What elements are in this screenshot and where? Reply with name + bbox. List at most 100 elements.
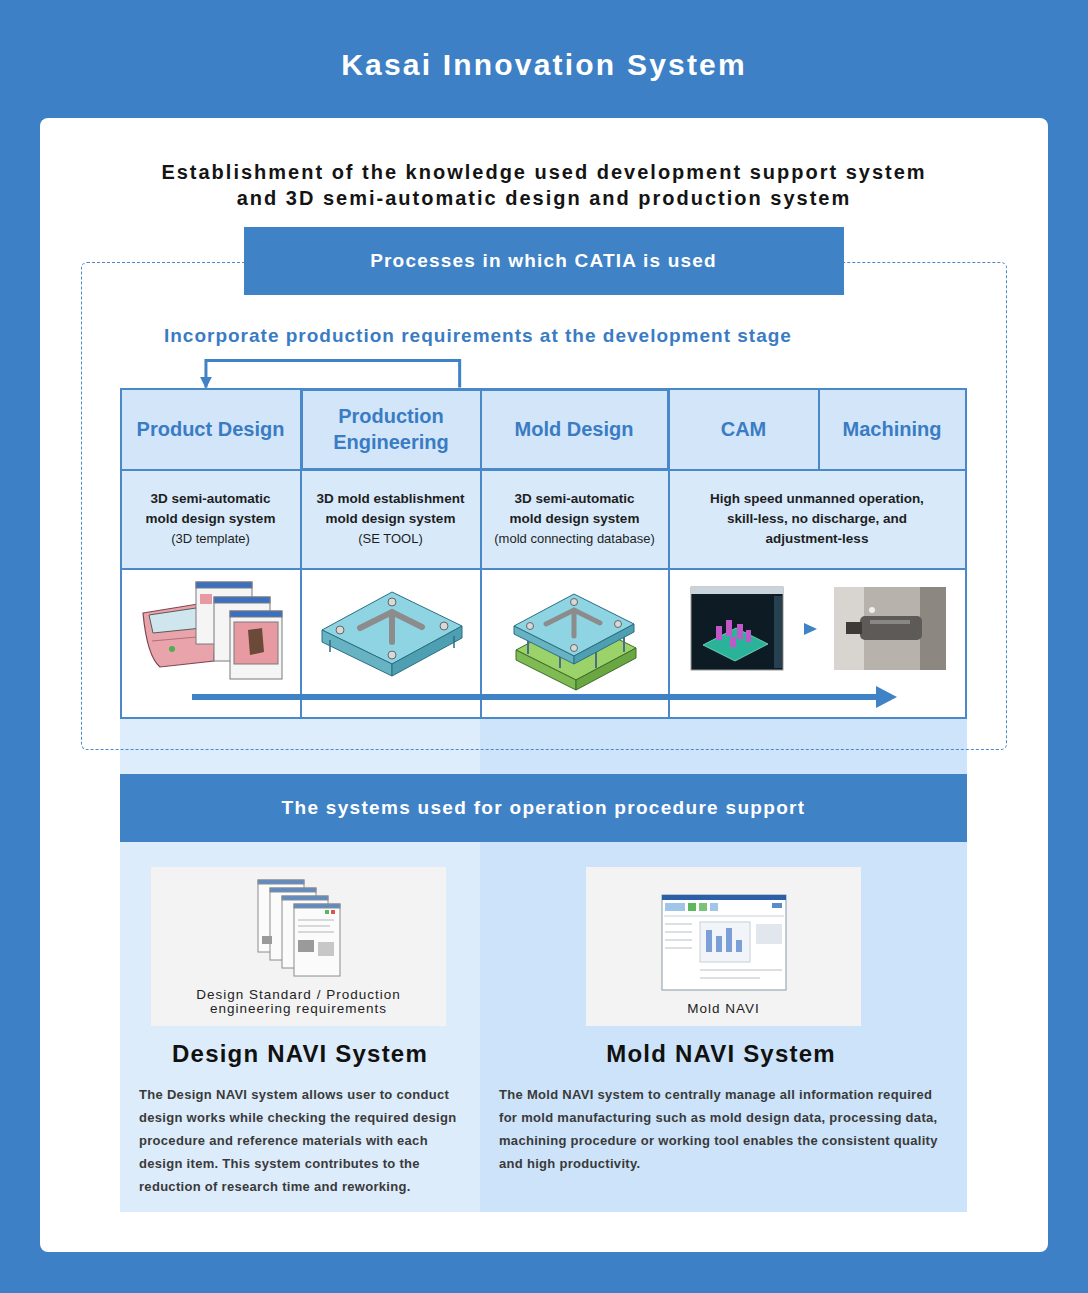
machining-photo-part <box>870 620 910 624</box>
machining-photo-part <box>834 587 864 670</box>
mold-navi-screenshot-part-part <box>700 970 782 971</box>
door-illustration-part-part <box>230 611 282 617</box>
flow-arrow-part <box>192 694 880 700</box>
mold-illustration-part <box>527 599 622 652</box>
mold-illustration-part <box>322 630 392 676</box>
mold-illustration-part <box>576 648 636 690</box>
door-illustration-part <box>200 594 212 604</box>
document-stack-part <box>270 888 316 892</box>
document-stack-part <box>258 880 304 884</box>
screenshot-caption: Design Standard / Production engineering… <box>157 988 440 1016</box>
mold-navi-screenshot-part <box>736 940 742 952</box>
header-label: Product Design <box>137 416 285 442</box>
document-stack-part <box>298 940 314 952</box>
description-note: (3D template) <box>171 529 250 549</box>
header-label: Machining <box>843 416 942 442</box>
mold-illustration-part-part <box>559 614 561 668</box>
document-stack-part <box>318 942 334 956</box>
mold-illustration-part <box>574 624 634 664</box>
system-panel: Mold NAVI SystemThe Mold NAVI system to … <box>480 842 967 1212</box>
image-row-part <box>481 569 669 718</box>
feedback-arrow <box>206 361 460 388</box>
screenshot-box: Design Standard / Production engineering… <box>151 867 446 1026</box>
mold-navi-screenshot-part <box>665 903 685 911</box>
document-stack-part-part <box>298 920 334 921</box>
mold-illustration-part-part <box>615 621 622 628</box>
image-row <box>121 569 966 718</box>
mold-illustration-part <box>528 612 624 668</box>
description-cell: 3D mold establishment mold design system… <box>300 469 482 570</box>
mold-navi-screenshot-part <box>662 895 786 990</box>
mold-illustration-part-part <box>388 651 396 659</box>
mold-navi-screenshot-part <box>700 970 782 978</box>
cam-screenshot-part <box>804 623 817 635</box>
mold-navi-screenshot-part <box>716 936 722 952</box>
description-cell: 3D semi-automatic mold design system(mol… <box>480 469 670 570</box>
cam-screenshot-part-part <box>716 626 722 640</box>
machining-photo-part <box>920 587 946 670</box>
image-row-part <box>301 569 481 718</box>
door-illustration-part <box>152 636 208 641</box>
page-title: Kasai Innovation System <box>0 45 1088 85</box>
description-cell: 3D semi-automatic mold design system(3D … <box>120 469 302 570</box>
cam-screenshot-part-part <box>730 637 736 647</box>
mold-illustration-part <box>516 650 576 690</box>
machining-photo-part <box>869 607 875 613</box>
mold-navi-screenshot-part <box>688 903 696 911</box>
cam-screenshot-part <box>716 620 751 647</box>
door-illustration-part-part <box>196 582 252 644</box>
mold-illustration-part <box>322 592 462 664</box>
system-panel: Design NAVI SystemThe Design NAVI system… <box>120 842 480 1212</box>
document-stack-part <box>294 904 340 976</box>
description-note: (mold connecting database) <box>494 529 654 549</box>
document-stack-part <box>258 880 304 952</box>
mold-navi-screenshot-part-part <box>665 932 692 933</box>
door-illustration-part-part <box>234 622 278 664</box>
mold-illustration-part-part <box>329 640 331 652</box>
mold-illustration-part-part <box>527 632 529 654</box>
mold-navi-screenshot-part-part <box>665 924 692 925</box>
header-label: CAM <box>721 416 767 442</box>
screenshot-box: Mold NAVI <box>586 867 861 1026</box>
mold-illustration <box>322 592 462 676</box>
description-cell: High speed unmanned operation, skill-les… <box>668 469 967 570</box>
cam-screenshot-part <box>774 596 782 668</box>
cam-screenshot-part <box>703 628 768 661</box>
mold-navi-screenshot-part-part <box>665 948 692 949</box>
description-text: 3D mold establishment mold design system <box>308 489 474 529</box>
cam-screenshot-part <box>691 587 783 594</box>
connectors <box>206 361 460 388</box>
header-label: Mold Design <box>515 416 634 442</box>
band-heading: The systems used for operation procedure… <box>282 797 806 819</box>
column-header: Mold Design <box>480 388 670 471</box>
document-stack-part <box>325 910 329 914</box>
document-stack-part <box>298 920 334 932</box>
mold-illustration-part <box>546 610 600 636</box>
mold-illustration-part-part <box>388 598 396 606</box>
door-illustration-part-part <box>230 611 282 679</box>
system-description: The Design NAVI system allows user to co… <box>139 1083 461 1198</box>
mold-navi-screenshot <box>662 895 786 990</box>
mold-illustration-part-part <box>623 630 625 652</box>
mold-illustration-part-part <box>595 612 597 668</box>
document-stack-part <box>331 910 335 914</box>
description-text: High speed unmanned operation, skill-les… <box>697 489 937 549</box>
mold-navi-screenshot-part <box>710 903 718 911</box>
mold-illustration <box>514 594 636 690</box>
cam-screenshot-part-part <box>737 624 743 639</box>
section-band: The systems used for operation procedure… <box>120 774 967 842</box>
system-heading: Mold NAVI System <box>606 1039 835 1069</box>
column-header: CAM <box>668 388 820 471</box>
system-heading: Design NAVI System <box>172 1039 428 1069</box>
document-stack-part <box>294 904 340 908</box>
machining-photo-part <box>846 622 862 634</box>
machining-photo <box>834 587 946 670</box>
door-illustration-part <box>149 608 202 633</box>
machining-photo-part <box>860 616 922 640</box>
door-illustration-part <box>196 582 282 679</box>
cam-screenshot-part <box>691 587 783 670</box>
column-header: Machining <box>818 388 967 471</box>
white-panel <box>40 118 1048 1252</box>
document-stack-part <box>282 896 328 900</box>
mold-illustration-part <box>392 626 462 676</box>
